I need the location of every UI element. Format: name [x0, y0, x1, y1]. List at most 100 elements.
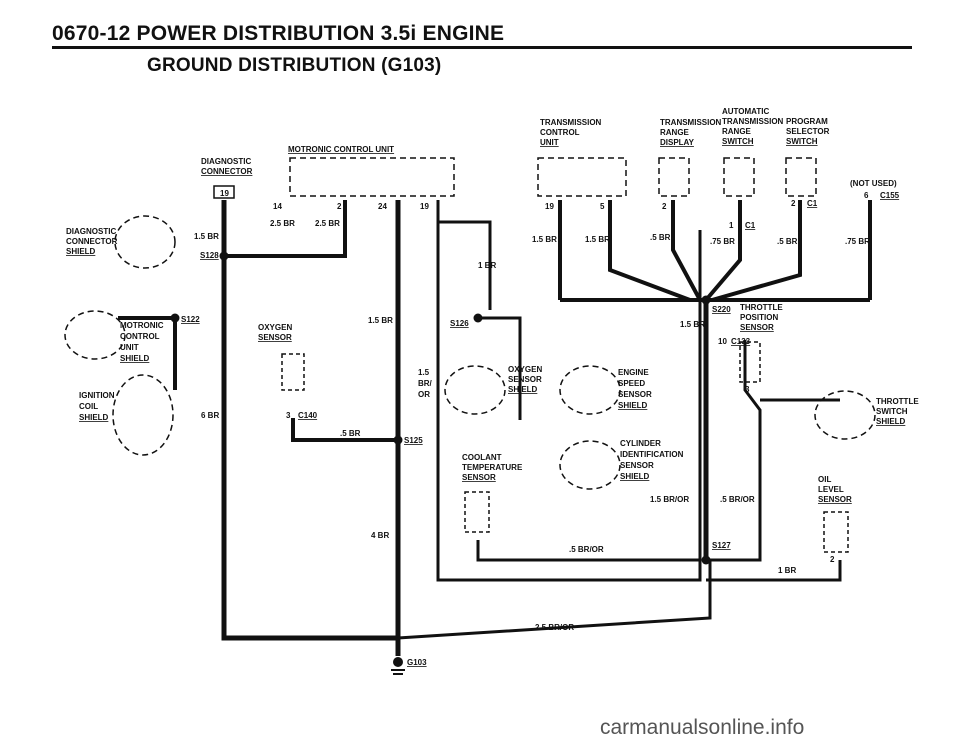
splice-label-s126: S126 — [450, 319, 469, 328]
oxygen-shield-label-3: SHIELD — [508, 385, 538, 394]
wire-label-5br-pss: .5 BR — [777, 237, 798, 246]
wire-label-1br-s126: 1 BR — [478, 261, 496, 270]
ground-label-g103: G103 — [407, 658, 427, 667]
diag-shield-label-1: DIAGNOSTIC — [66, 227, 116, 236]
wire-label-5br-trd: .5 BR — [650, 233, 671, 242]
tps-label-1: THROTTLE — [740, 303, 783, 312]
coolant-label-2: TEMPERATURE — [462, 463, 523, 472]
pin-mcu-19: 19 — [420, 202, 429, 211]
oxygen-shield-outline — [444, 365, 506, 415]
splice-label-s220: S220 — [712, 305, 731, 314]
transmission-range-display-box — [658, 157, 690, 197]
oil-level-sensor-box — [823, 511, 849, 553]
wire-label-15broh-1: 1.5 — [418, 368, 430, 377]
cyl-id-label-2: IDENTIFICATION — [620, 450, 684, 459]
coolant-label-1: COOLANT — [462, 453, 502, 462]
drop-pss — [711, 200, 802, 302]
drop-trd-2 — [671, 200, 702, 301]
wire-label-15br-tcu2: 1.5 BR — [585, 235, 610, 244]
atrs-label-4: SWITCH — [722, 137, 754, 146]
splice-dots — [170, 251, 711, 565]
wire-label-6br: 6 BR — [201, 411, 219, 420]
oxygen-shield-label-1: OXYGEN — [508, 365, 542, 374]
pin-oil-2: 2 — [830, 555, 835, 564]
tcu-label-1: TRANSMISSION — [540, 118, 602, 127]
throttle-switch-shield-outline — [814, 390, 876, 440]
engine-speed-label-3: SENSOR — [618, 390, 652, 399]
program-selector-box — [785, 157, 817, 197]
pss-label-2: SELECTOR — [786, 127, 830, 136]
wire-label-15br-diag: 1.5 BR — [194, 232, 219, 241]
diag-shield-label-3: SHIELD — [66, 247, 96, 256]
wire-label-25br-b: 2.5 BR — [315, 219, 340, 228]
branch-s128 — [224, 200, 347, 258]
throttle-position-sensor-box — [739, 341, 761, 383]
not-used-label: (NOT USED) — [850, 179, 897, 188]
ignition-label-2: COIL — [79, 402, 98, 411]
branch-c140 — [291, 418, 398, 442]
mcu-shield-label-1: MOTRONIC — [120, 321, 164, 330]
tps-label-3: SENSOR — [740, 323, 774, 332]
wire-label-15br-tcu1: 1.5 BR — [532, 235, 557, 244]
splice-dot-s128 — [219, 251, 229, 261]
branch-mcu-19 — [438, 220, 492, 310]
engine-speed-label-2: SPEED — [618, 379, 645, 388]
page-title: 0670-12 POWER DISTRIBUTION 3.5i ENGINE — [52, 22, 505, 45]
oxygen-shield-label-2: SENSOR — [508, 375, 542, 384]
connector-label-c133: C133 — [731, 337, 751, 346]
pin-mcu-24: 24 — [378, 202, 387, 211]
branch-s126 — [436, 200, 702, 582]
atrs-label-1: AUTOMATIC — [722, 107, 769, 116]
wire-label-75br-a: .75 BR — [710, 237, 735, 246]
wire-label-25br-a: 2.5 BR — [270, 219, 295, 228]
drop-tcu-5 — [608, 200, 691, 302]
title-rule — [52, 46, 912, 49]
pin-nu-6: 6 — [864, 191, 869, 200]
splice-label-s127: S127 — [712, 541, 731, 550]
connector-label-c1: C1 — [745, 221, 756, 230]
trd-label-1: TRANSMISSION — [660, 118, 722, 127]
engine-speed-label-4: SHIELD — [618, 401, 648, 410]
throttle-switch-label-2: SWITCH — [876, 407, 908, 416]
connector-label-c155: C155 — [880, 191, 900, 200]
ignition-label-3: SHIELD — [79, 413, 109, 422]
pin-tcu-19: 19 — [545, 202, 554, 211]
splice-dot-s126 — [473, 313, 483, 323]
wire-label-15br-mcu: 1.5 BR — [368, 316, 393, 325]
motronic-control-unit-box — [289, 157, 455, 197]
splice-dot-s122 — [170, 313, 180, 323]
pin-mcu-2: 2 — [337, 202, 342, 211]
ground-symbol — [391, 657, 405, 675]
atrs-label-3: RANGE — [722, 127, 752, 136]
pss-label-1: PROGRAM — [786, 117, 828, 126]
ignition-label-1: IGNITION — [79, 391, 115, 400]
branch-oxygen — [478, 316, 522, 420]
tcu-label-3: UNIT — [540, 138, 559, 147]
pss-label-3: SWITCH — [786, 137, 818, 146]
pin-tcu-5: 5 — [600, 202, 605, 211]
cyl-id-label-3: SENSOR — [620, 461, 654, 470]
oil-label-1: OIL — [818, 475, 831, 484]
oxygen-label-1: OXYGEN — [258, 323, 292, 332]
wire-label-5bror-b: .5 BR/OR — [569, 545, 604, 554]
range-switch-box — [723, 157, 755, 197]
engine-speed-shield-outline — [559, 365, 621, 415]
mcu-shield-label-4: SHIELD — [120, 354, 150, 363]
pin-pss-2: 2 — [791, 199, 796, 208]
cylinder-id-shield-outline — [559, 440, 621, 490]
wire-label-25bror: 2.5 BR/OR — [535, 623, 574, 632]
atrs-label-2: TRANSMISSION — [722, 117, 784, 126]
cyl-id-label-1: CYLINDER — [620, 439, 661, 448]
pin-atrs-1: 1 — [729, 221, 734, 230]
coolant-label-3: SENSOR — [462, 473, 496, 482]
mcu-shield-label-3: UNIT — [120, 343, 139, 352]
transmission-control-unit-box — [537, 157, 627, 197]
watermark: carmanualsonline.info — [600, 716, 805, 739]
pin-tps-10: 10 — [718, 337, 727, 346]
splice-label-s128: S128 — [200, 251, 219, 260]
wire-label-4br: 4 BR — [371, 531, 389, 540]
splice-dot-s125 — [393, 435, 403, 445]
wire-label-5br-c140: .5 BR — [340, 429, 361, 438]
branch-oil — [706, 560, 842, 582]
